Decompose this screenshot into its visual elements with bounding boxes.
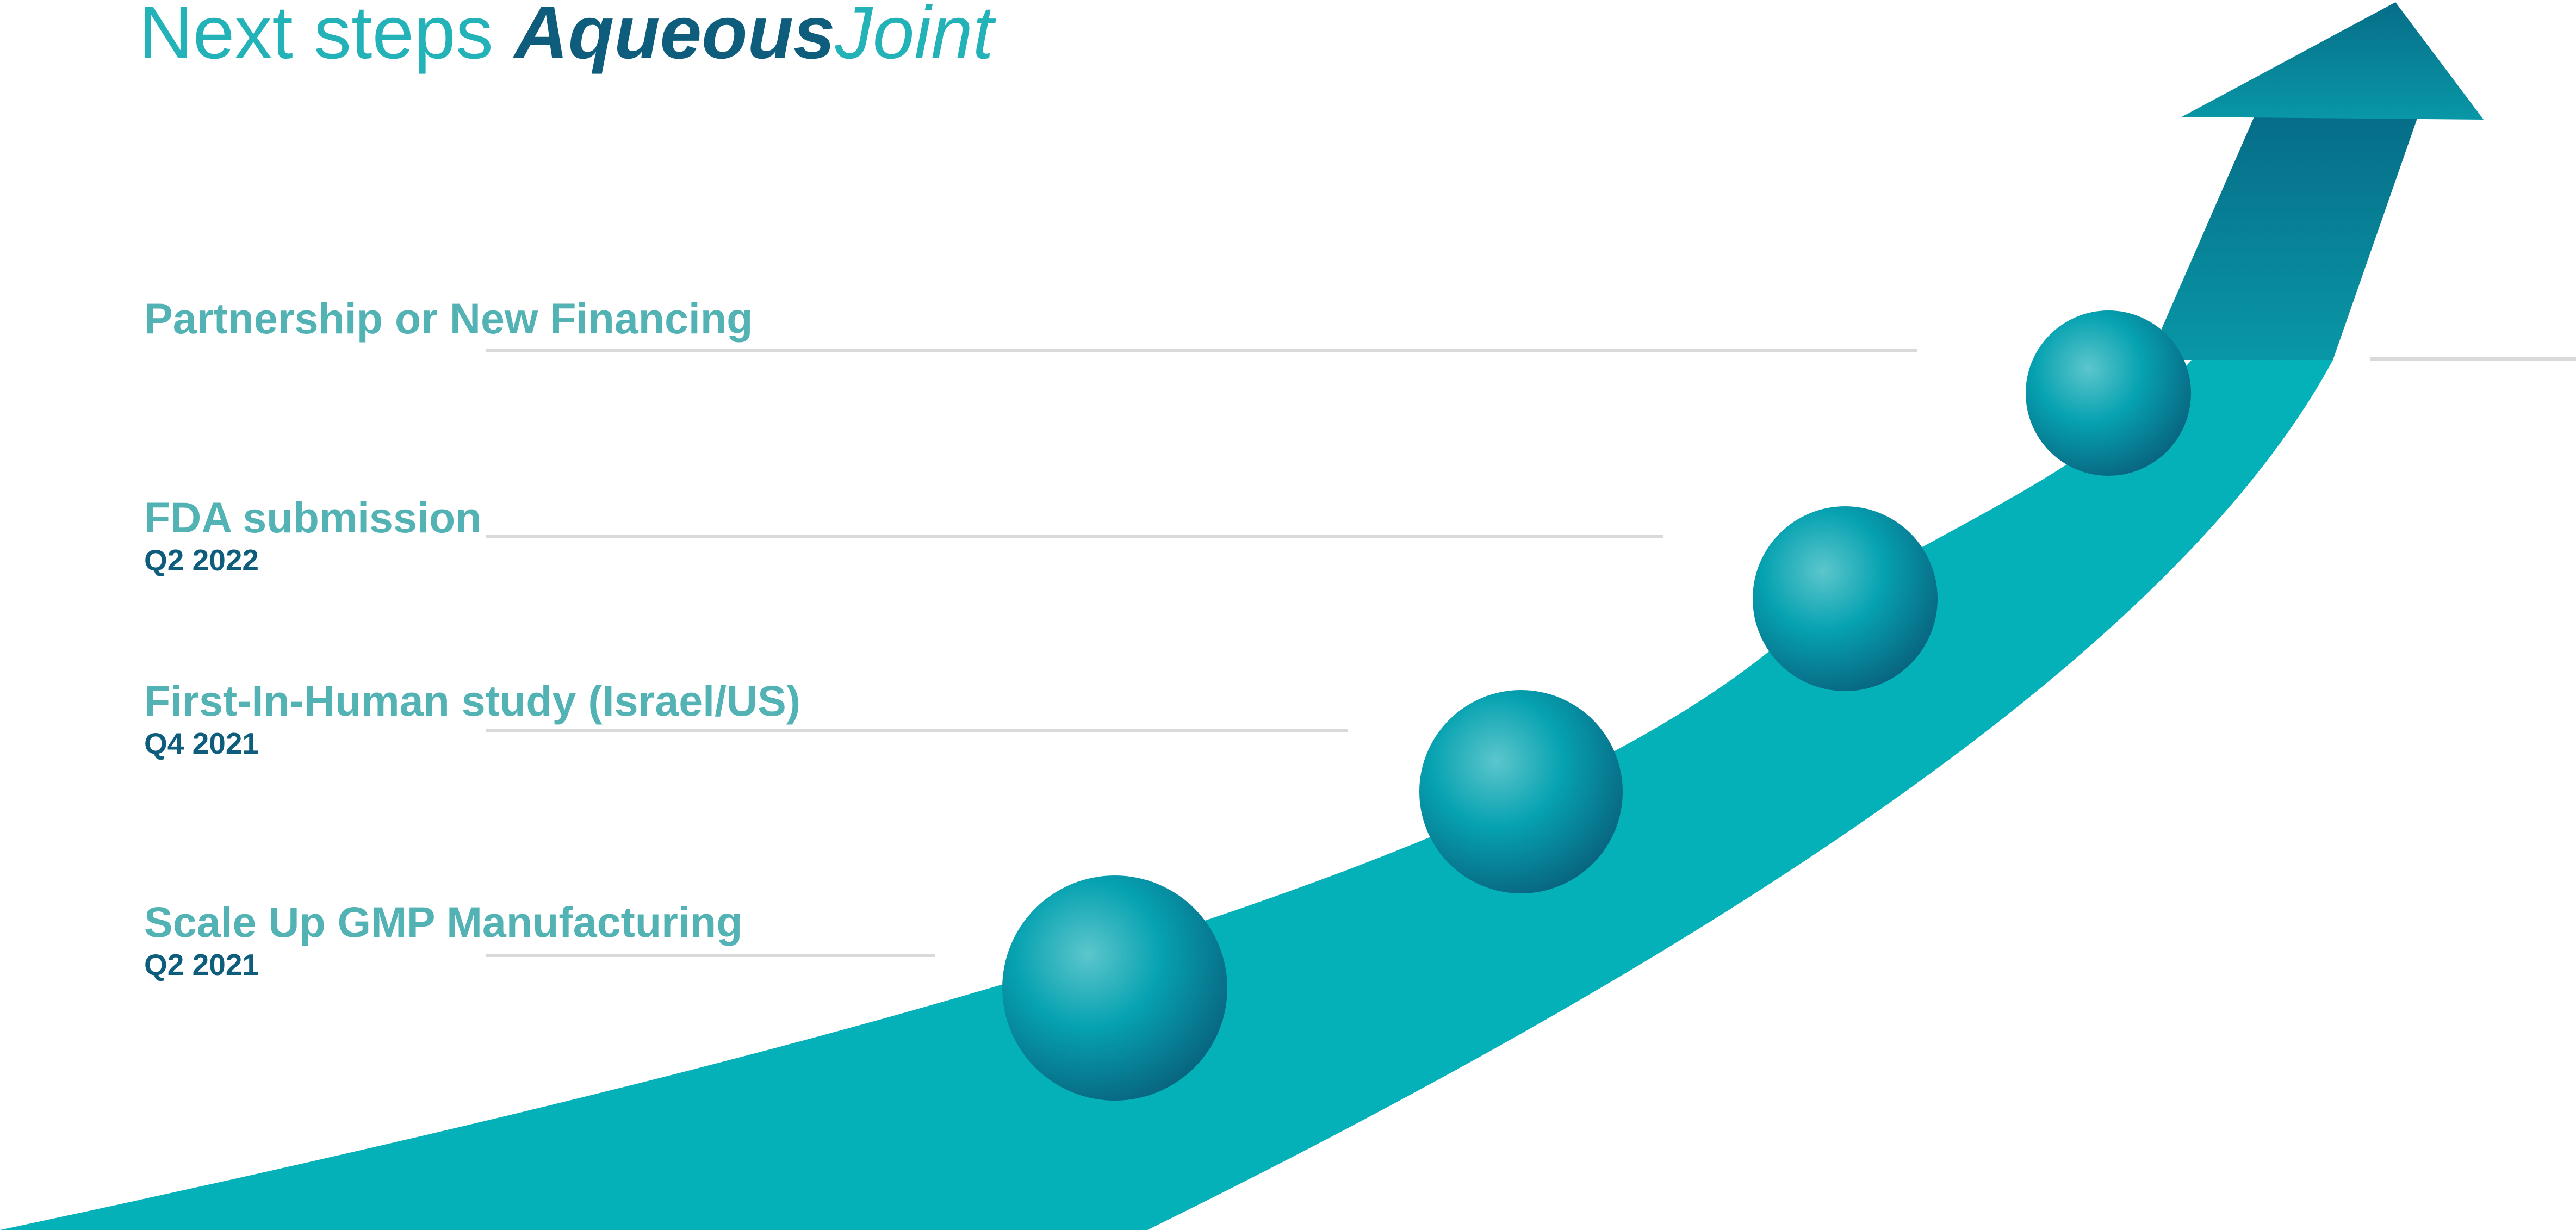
sphere-marker-partnership — [2026, 310, 2191, 476]
page-title: Next steps AqueousJoint — [139, 0, 994, 71]
arrow-head — [2182, 2, 2484, 120]
milestone-scale-up: Scale Up GMP Manufacturing Q2 2021 — [144, 897, 742, 984]
sphere-marker-scale-up — [1002, 875, 1227, 1101]
sphere-marker-first-in-human — [1419, 690, 1623, 893]
milestone-label: FDA submission — [144, 493, 482, 542]
milestone-first-in-human: First-In-Human study (Israel/US) Q4 2021 — [144, 676, 800, 763]
brand-name-light: Joint — [835, 0, 994, 74]
milestone-label: Scale Up GMP Manufacturing — [144, 898, 743, 946]
milestone-label: First-In-Human study (Israel/US) — [144, 676, 801, 725]
arrow-shaft-upper — [2148, 117, 2418, 360]
milestone-partnership: Partnership or New Financing — [144, 294, 753, 344]
sphere-marker-fda — [1753, 506, 1938, 691]
milestone-date: Q4 2021 — [144, 726, 259, 760]
milestone-label: Partnership or New Financing — [144, 294, 753, 343]
brand-name-bold: Aqueous — [514, 0, 835, 74]
milestone-fda-submission: FDA submission Q2 2022 — [144, 493, 481, 580]
title-prefix: Next steps — [139, 0, 493, 74]
arrow-body — [0, 360, 2333, 1230]
milestone-date: Q2 2021 — [144, 948, 259, 981]
milestone-date: Q2 2022 — [144, 543, 259, 577]
